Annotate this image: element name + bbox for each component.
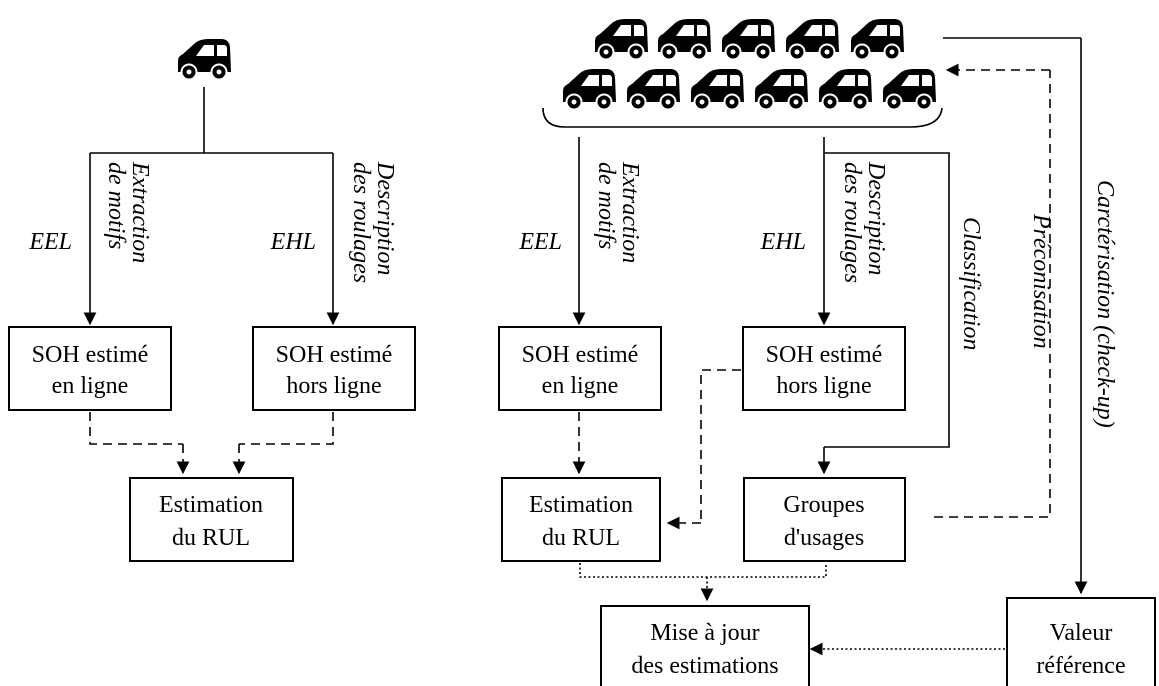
svg-text:hors ligne: hors ligne — [776, 373, 871, 399]
left-branch-line — [90, 87, 333, 154]
hors-ligne-dashed-connector — [700, 369, 741, 523]
car-icon — [657, 18, 712, 61]
right-label-extraction-1: Extraction — [617, 161, 643, 263]
fleet-icons — [562, 18, 937, 111]
car-icon — [785, 18, 840, 61]
car-icon — [818, 68, 873, 111]
left-label-extraction-2: de motifs — [103, 162, 129, 249]
svg-text:en ligne: en ligne — [52, 373, 129, 399]
classification-path — [824, 152, 950, 448]
fleet-brace — [542, 107, 943, 128]
left-box-rul: Estimation du RUL — [129, 477, 294, 562]
svg-text:SOH estimé: SOH estimé — [32, 342, 149, 368]
svg-text:du RUL: du RUL — [542, 525, 620, 551]
left-label-extraction-1: Extraction — [127, 161, 153, 263]
svg-text:référence: référence — [1036, 653, 1125, 679]
svg-text:SOH estimé: SOH estimé — [522, 342, 639, 368]
left-box-soh-hors-ligne: SOH estimé hors ligne — [252, 326, 416, 411]
left-label-description-1: Description — [372, 161, 398, 275]
right-label-ehl: EHL — [760, 229, 806, 255]
left-box-soh-en-ligne: SOH estimé en ligne — [8, 326, 172, 411]
svg-text:du RUL: du RUL — [172, 525, 250, 551]
car-icon — [594, 18, 649, 61]
right-label-eel: EEL — [518, 229, 562, 255]
car-icon — [177, 38, 232, 81]
car-icon — [754, 68, 809, 111]
label-preconisation: Préconisation — [1028, 213, 1054, 349]
svg-text:hors ligne: hors ligne — [286, 373, 381, 399]
svg-text:Estimation: Estimation — [159, 492, 263, 518]
box-mise-a-jour: Mise à jour des estimations — [600, 605, 810, 686]
car-icon — [882, 68, 937, 111]
right-label-extraction-2: de motifs — [593, 162, 619, 249]
left-label-description-2: des roulages — [348, 162, 374, 283]
right-label-description-1: Description — [863, 161, 889, 275]
merge-dotted-line — [579, 563, 827, 578]
box-groupes-usages: Groupes d'usages — [743, 477, 906, 562]
right-label-description-2: des roulages — [839, 162, 865, 283]
label-caracterisation: Carctérisation (check-up) — [1092, 180, 1118, 428]
right-box-rul: Estimation du RUL — [501, 477, 661, 562]
car-icon — [690, 68, 745, 111]
svg-text:Mise à jour: Mise à jour — [650, 620, 759, 646]
svg-text:SOH estimé: SOH estimé — [766, 342, 883, 368]
car-icon — [721, 18, 776, 61]
preconisation-path — [934, 70, 1051, 518]
right-box-soh-en-ligne: SOH estimé en ligne — [498, 326, 662, 411]
left-label-ehl: EHL — [270, 229, 316, 255]
car-icon — [626, 68, 681, 111]
label-classification: Classification — [958, 217, 984, 350]
svg-text:Groupes: Groupes — [783, 492, 864, 518]
left-dashed-connector-a — [89, 412, 183, 445]
box-valeur-reference: Valeur référence — [1006, 597, 1156, 686]
left-label-eel: EEL — [28, 229, 72, 255]
svg-text:des estimations: des estimations — [631, 653, 778, 679]
right-box-soh-hors-ligne: SOH estimé hors ligne — [742, 326, 906, 411]
svg-text:en ligne: en ligne — [542, 373, 619, 399]
svg-text:Estimation: Estimation — [529, 492, 633, 518]
svg-text:Valeur: Valeur — [1050, 620, 1113, 646]
car-icon — [850, 18, 905, 61]
svg-text:d'usages: d'usages — [784, 525, 864, 551]
left-dashed-connector-b — [239, 412, 334, 445]
car-icon — [562, 68, 617, 111]
svg-text:SOH estimé: SOH estimé — [276, 342, 393, 368]
